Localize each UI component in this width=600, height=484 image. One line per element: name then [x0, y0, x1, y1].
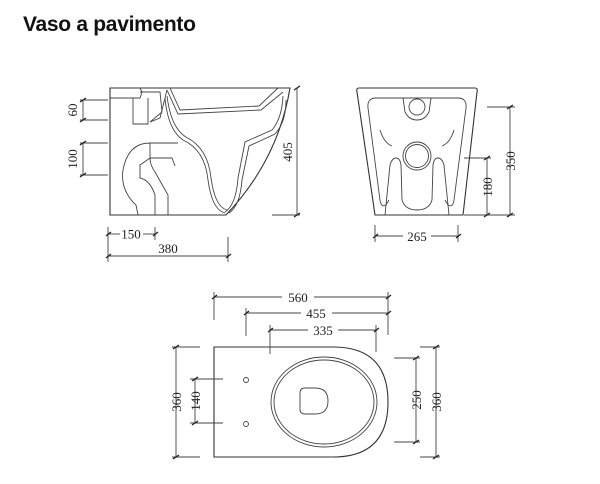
dim-label-rear-width: 265	[407, 229, 427, 244]
dimension-150: 150	[105, 227, 159, 262]
dim-label-bolt-spacing: 140	[188, 391, 203, 411]
dimension-405: 405	[272, 85, 301, 218]
dim-label-outlet-height: 100	[65, 149, 80, 169]
dim-label-outlet-center: 180	[480, 177, 495, 197]
side-section-view: 60 100 405 150	[65, 85, 301, 262]
dimension-560: 560	[211, 290, 392, 335]
dimension-180: 180	[464, 155, 495, 218]
dim-label-bowl-length: 335	[313, 323, 333, 338]
dimension-360-right: 360	[420, 344, 444, 460]
top-view: 560 455 335 360	[169, 290, 444, 460]
dim-label-width-right: 360	[429, 392, 444, 412]
dimension-335: 335	[267, 323, 380, 354]
dim-label-width-left: 360	[169, 392, 184, 412]
dimension-360-left: 360	[169, 344, 200, 460]
dim-label-height: 405	[280, 142, 295, 162]
dimension-100: 100	[65, 140, 108, 178]
dim-label-inlet-height: 60	[65, 104, 80, 117]
dimension-60: 60	[65, 97, 108, 123]
dimension-265: 265	[372, 225, 462, 244]
rear-view: 350 180 265	[356, 87, 518, 244]
page-title: Vaso a pavimento	[23, 13, 196, 36]
dim-label-depth: 380	[158, 241, 178, 256]
dimension-250: 250	[394, 355, 424, 445]
dim-label-total-length: 560	[288, 290, 308, 305]
dim-label-rear-height: 350	[503, 151, 518, 171]
dim-label-length-to-bowl: 455	[306, 306, 326, 321]
dimension-140: 140	[188, 376, 223, 426]
dim-label-outlet-offset: 150	[121, 227, 141, 242]
dimension-380: 380	[105, 237, 232, 262]
dim-label-bowl-width: 250	[409, 390, 424, 410]
dimension-350: 350	[464, 104, 518, 218]
dimension-455: 455	[243, 306, 392, 336]
